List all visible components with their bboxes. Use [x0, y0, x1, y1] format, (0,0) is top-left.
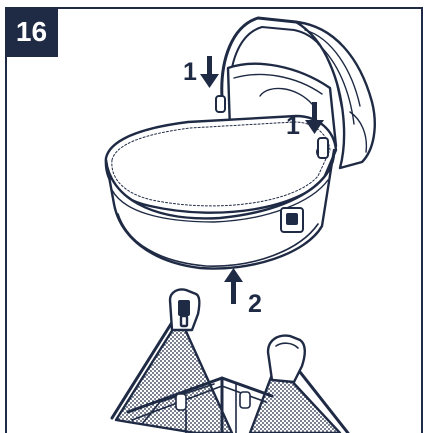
arrow-up-icon	[224, 268, 243, 304]
frame-left-line	[5, 57, 7, 433]
step-number-badge: 16	[5, 7, 58, 57]
frame-top-line	[58, 7, 421, 9]
callout-1-handle-left: 1	[183, 58, 197, 86]
arrow-down-icon	[305, 102, 324, 134]
arrow-down-icon	[200, 56, 219, 88]
stroller-chassis	[110, 288, 350, 433]
frame-right-line	[421, 7, 423, 433]
carrycot	[104, 16, 376, 270]
callout-1-handle-right: 1	[286, 112, 300, 140]
callout-2-attach: 2	[248, 290, 262, 318]
